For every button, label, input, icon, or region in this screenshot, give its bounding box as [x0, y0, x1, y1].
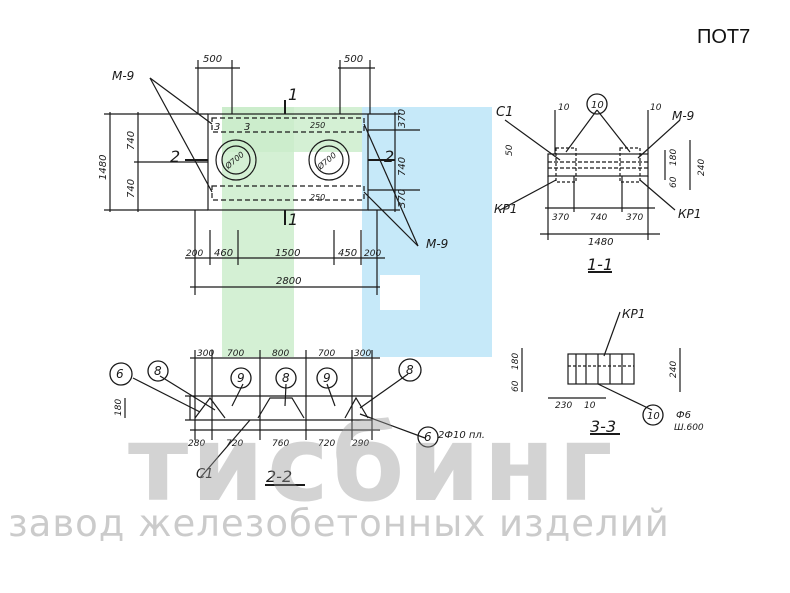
- s22-dim-bottom-3: 760: [272, 439, 289, 449]
- s33-dim-right: 240: [669, 361, 679, 378]
- s22-dim-top-2: 700: [227, 349, 244, 359]
- s11-dim-top-left: 10: [558, 103, 570, 113]
- s33-note-a: Ф6: [676, 410, 691, 421]
- s11-bubble: 10: [591, 100, 604, 111]
- plan-dim-bottom-5: 200: [364, 249, 381, 259]
- plan-mark-1-top: 1: [288, 85, 298, 104]
- callout-bubbles: [109, 93, 664, 448]
- s33-dim-left-180: 180: [511, 353, 521, 370]
- s22-label: 2-2: [266, 467, 292, 486]
- s22-bubble-9-right: 9: [323, 371, 331, 385]
- s11-label: 1-1: [587, 255, 613, 274]
- plan-mark-1-bottom: 1: [288, 210, 298, 229]
- plan-mark-mesh-bottom: М-9: [426, 237, 448, 251]
- plan-mark-2-right: 2: [384, 147, 394, 166]
- section-2-2: [124, 350, 426, 486]
- plan-dim-left-total: 1480: [98, 155, 109, 180]
- plan-mark-mesh-top: М-9: [112, 69, 134, 83]
- s22-dim-bottom-1: 280: [188, 439, 205, 449]
- s22-bubble-6-left: 6: [116, 367, 124, 381]
- plan-dim-bottom-4: 450: [338, 248, 357, 259]
- plan-dim-right-mid: 740: [397, 157, 408, 176]
- plan-dim-left-lower: 740: [126, 179, 137, 198]
- s22-dim-bottom-5: 290: [352, 439, 369, 449]
- s33-dim-bottom-230: 230: [555, 401, 572, 411]
- s22-bubble-8-right: 8: [406, 363, 414, 377]
- s33-note-b: Ш.600: [674, 423, 704, 433]
- watermark-subtitle: завод железобетонных изделий: [8, 502, 670, 545]
- s11-dim-right-180: 180: [669, 149, 679, 166]
- s22-bubble-8-mid: 8: [282, 371, 290, 385]
- s11-mark-mesh: М-9: [672, 109, 694, 123]
- s33-bubble: 10: [647, 411, 660, 422]
- plan-dim-left-upper: 740: [126, 131, 137, 150]
- s22-dim-top-4: 700: [318, 349, 335, 359]
- plan-dim-bottom-3: 1500: [275, 248, 300, 259]
- watermark-brand: тисбинг: [128, 403, 616, 525]
- plan-view: [104, 60, 420, 295]
- s33-mark-kr: КР1: [622, 307, 645, 321]
- s11-dim-bottom-1: 370: [552, 213, 569, 223]
- plan-inner-250-top: 250: [310, 121, 325, 130]
- plan-mark-2-left: 2: [170, 147, 180, 166]
- s22-bubble-6-right: 6: [424, 430, 432, 444]
- s22-bubble-9-left: 9: [237, 371, 245, 385]
- s11-dim-right-60: 60: [669, 176, 679, 188]
- section-1-1: [499, 109, 691, 273]
- plan-dim-right-bottom: 370: [397, 189, 408, 208]
- s22-dim-bottom-4: 720: [318, 439, 335, 449]
- s11-dim-top-right: 10: [650, 103, 662, 113]
- s22-mark-c1: С1: [196, 467, 213, 482]
- s11-dim-bottom-2: 740: [590, 213, 607, 223]
- plan-inner-3-left: 3: [214, 122, 220, 133]
- s22-dim-top-5: 300: [354, 349, 371, 359]
- s22-dim-bottom-2: 720: [226, 439, 243, 449]
- plan-dim-bottom-2: 460: [214, 248, 233, 259]
- s11-dim-left-50: 50: [505, 144, 515, 156]
- plan-dim-right-top: 370: [397, 109, 408, 128]
- s11-mark-c1: С1: [496, 105, 513, 120]
- plan-dim-bottom-1: 200: [186, 249, 203, 259]
- plan-dim-total: 2800: [276, 276, 301, 287]
- plan-dim-top-1: 500: [203, 54, 222, 65]
- plan-inner-3-mid: 3: [244, 122, 250, 133]
- plan-dim-top-2: 500: [344, 54, 363, 65]
- s22-rebar-note: 2Ф10 пл.: [438, 430, 485, 441]
- section-3-3: [521, 311, 681, 435]
- s11-mark-kr-right: КР1: [678, 207, 701, 221]
- s33-label: 3-3: [590, 417, 616, 436]
- s11-dim-total: 1480: [588, 237, 613, 248]
- s22-bubble-8-left: 8: [154, 364, 162, 378]
- s33-dim-bottom-10: 10: [584, 401, 596, 411]
- s11-mark-kr-left: КР1: [494, 202, 517, 216]
- s11-dim-bottom-3: 370: [626, 213, 643, 223]
- plan-inner-250-bottom: 250: [310, 193, 325, 202]
- s33-dim-left-60: 60: [511, 380, 521, 392]
- watermark-logo: [222, 107, 492, 357]
- drawing-code: ПОТ7: [697, 26, 751, 48]
- s22-dim-left: 180: [114, 399, 124, 416]
- s11-dim-right-240: 240: [697, 159, 707, 176]
- s22-dim-top-3: 800: [272, 349, 289, 359]
- s22-dim-top-1: 300: [197, 349, 214, 359]
